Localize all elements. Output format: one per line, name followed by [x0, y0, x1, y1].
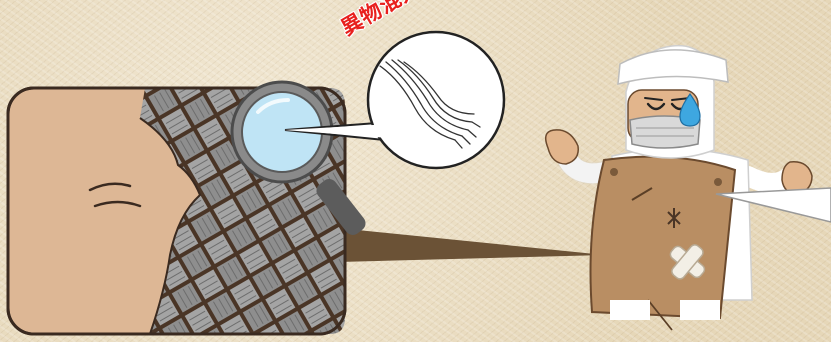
apron-stain — [631, 187, 653, 201]
pointer-wedge — [338, 228, 605, 262]
pointer-wedge-right — [715, 187, 831, 223]
hair-strand-icon — [379, 59, 481, 149]
face-mark-1 — [88, 182, 132, 192]
face-profile-edge — [139, 117, 202, 335]
cap — [617, 49, 729, 85]
apron — [589, 155, 737, 320]
left-hand — [545, 129, 579, 165]
apron-hole — [667, 208, 681, 228]
worker — [545, 44, 831, 331]
face-mark-2 — [93, 200, 142, 208]
sweat-drop-icon — [679, 92, 701, 127]
bandage-icon — [669, 244, 706, 280]
hair-bubble — [284, 30, 506, 170]
